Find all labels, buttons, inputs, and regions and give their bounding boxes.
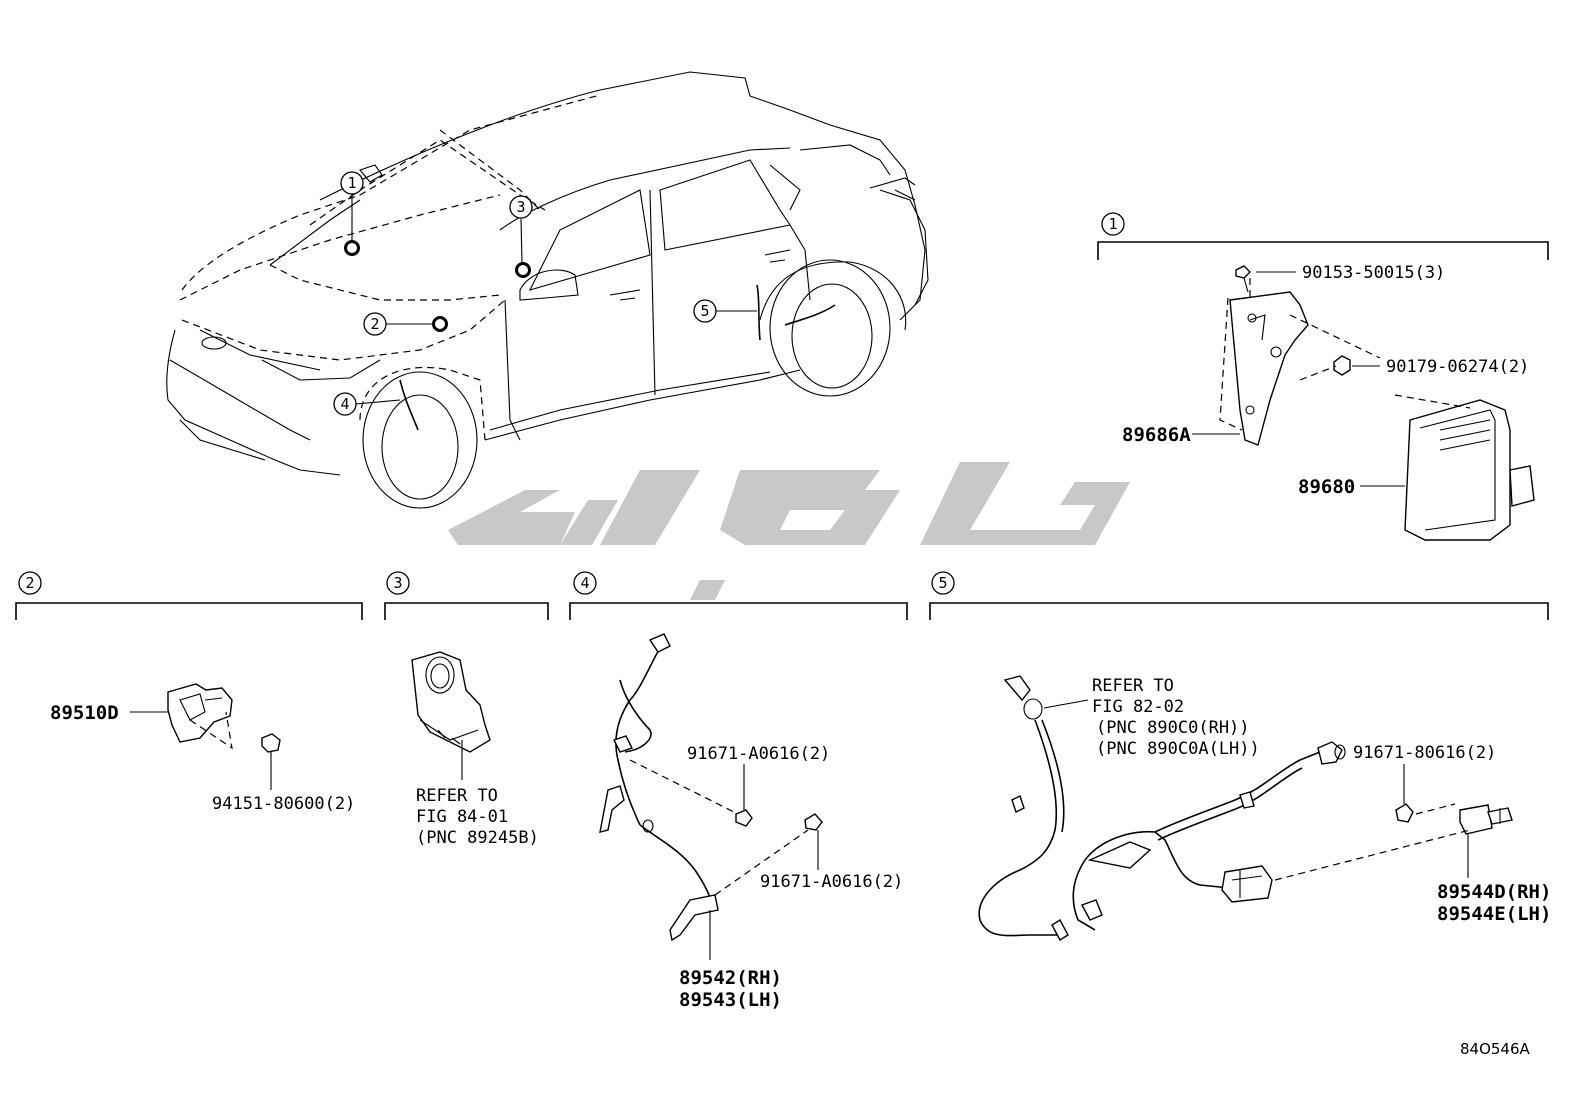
group-1-detail: 1 90153-50015(3) 90179-06274(2) 89686A 8… bbox=[1097, 212, 1549, 541]
svg-text:4: 4 bbox=[340, 395, 349, 413]
part-89686A: 89686A bbox=[1122, 424, 1191, 446]
part-94151-80600: 94151-80600(2) bbox=[212, 794, 355, 814]
part-89544D-RH: 89544D(RH) bbox=[1437, 881, 1551, 903]
part-90153-50015: 90153-50015(3) bbox=[1302, 263, 1445, 283]
refer-fig-84-01-line3: (PNC 89245B) bbox=[416, 828, 539, 848]
group-2-number: 2 bbox=[25, 574, 34, 592]
part-91671-A0616-upper: 91671-A0616(2) bbox=[687, 744, 830, 764]
part-89510D: 89510D bbox=[50, 702, 119, 724]
part-89542-RH: 89542(RH) bbox=[679, 967, 782, 989]
part-89544E-LH: 89544E(LH) bbox=[1437, 903, 1551, 925]
group-3-number: 3 bbox=[393, 574, 402, 592]
part-91671-80616: 91671-80616(2) bbox=[1353, 743, 1496, 763]
refer-fig-84-01-line2: FIG 84-01 bbox=[416, 807, 508, 827]
watermark-logo bbox=[448, 462, 1130, 600]
group-5-number: 5 bbox=[938, 574, 947, 592]
car-callout-4: 4 bbox=[333, 392, 357, 416]
group-5-detail: 5 REFER TO FIG 82-02 (PNC 890C0(RH)) (PN… bbox=[929, 571, 1551, 941]
refer-fig-82-02-line1: REFER TO bbox=[1092, 676, 1174, 696]
refer-fig-82-02-line4: (PNC 890C0A(LH)) bbox=[1096, 739, 1260, 759]
car-callout-2: 2 bbox=[363, 312, 387, 336]
vehicle-illustration bbox=[166, 71, 929, 509]
group-3-detail: 3 REFER TO FIG 84-01 (PNC 89245B) bbox=[384, 571, 549, 848]
svg-text:5: 5 bbox=[700, 302, 709, 320]
group-4-number: 4 bbox=[580, 574, 589, 592]
group-1-number: 1 bbox=[1108, 215, 1117, 233]
refer-fig-82-02-line2: FIG 82-02 bbox=[1092, 697, 1184, 717]
refer-fig-84-01-line1: REFER TO bbox=[416, 786, 498, 806]
part-89680: 89680 bbox=[1298, 476, 1355, 498]
group-4-detail: 4 91671-A0616(2) 91671-A0616(2) 89542(RH… bbox=[569, 571, 908, 1011]
refer-fig-82-02-line3: (PNC 890C0(RH)) bbox=[1096, 718, 1250, 738]
diagram-id: 84O546A bbox=[1460, 1040, 1531, 1058]
group-2-detail: 2 89510D 94151-80600(2) bbox=[15, 571, 363, 814]
svg-text:1: 1 bbox=[347, 174, 356, 192]
car-callout-5: 5 bbox=[693, 299, 717, 323]
part-91671-A0616-lower: 91671-A0616(2) bbox=[760, 872, 903, 892]
part-89543-LH: 89543(LH) bbox=[679, 989, 782, 1011]
svg-text:3: 3 bbox=[516, 198, 525, 216]
svg-text:2: 2 bbox=[370, 315, 379, 333]
part-90179-06274: 90179-06274(2) bbox=[1386, 357, 1529, 377]
car-callout-3: 3 bbox=[509, 195, 533, 219]
car-callout-1: 1 bbox=[340, 171, 364, 195]
